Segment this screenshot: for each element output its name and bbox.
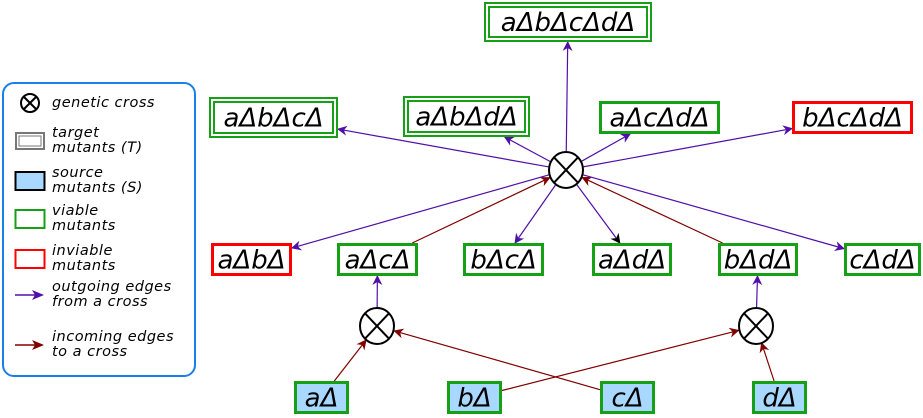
- legend-label-line1: genetic cross: [52, 94, 155, 111]
- legend-outgoing-icon: [14, 288, 46, 302]
- mutant-label: bΔ: [457, 384, 491, 414]
- mutant-label: dΔ: [762, 384, 796, 414]
- mutant-node-acd: aΔcΔdΔ: [599, 101, 720, 134]
- genetic-cross-icon: [548, 151, 584, 189]
- legend-incoming-icon: [14, 338, 46, 352]
- mutant-node-ac: aΔcΔ: [337, 243, 418, 276]
- outgoing-edge: [581, 133, 631, 162]
- mutant-label: aΔbΔcΔdΔ: [501, 8, 635, 38]
- legend-cross-icon: [14, 92, 46, 114]
- mutant-label: aΔcΔ: [345, 246, 411, 276]
- legend-label: genetic cross: [52, 94, 155, 111]
- legend-inviable-icon: [14, 248, 46, 270]
- outgoing-edge: [752, 275, 763, 309]
- incoming-edge: [393, 328, 601, 391]
- mutant-label: aΔbΔcΔ: [223, 104, 323, 134]
- mutant-node-cd: cΔdΔ: [844, 243, 921, 276]
- outgoing-edge: [576, 184, 621, 244]
- legend-label-line1: inviable: [52, 243, 113, 259]
- legend-target-icon: [14, 131, 46, 151]
- outgoing-edge: [514, 184, 557, 244]
- outgoing-edge: [337, 125, 549, 168]
- mutant-node-ad: aΔdΔ: [592, 243, 672, 276]
- legend-label-line2: mutants (S): [52, 180, 143, 196]
- mutant-node-bcd: bΔcΔdΔ: [792, 101, 913, 134]
- mutant-node-a: aΔ: [294, 381, 349, 414]
- outgoing-edge: [562, 41, 573, 153]
- mutant-label: aΔcΔdΔ: [609, 104, 709, 134]
- mutant-label: bΔcΔ: [470, 246, 536, 276]
- mutant-label: cΔdΔ: [849, 246, 915, 276]
- mutant-label: aΔbΔ: [217, 246, 285, 276]
- mutant-node-d: dΔ: [752, 381, 807, 414]
- outgoing-edge: [583, 125, 793, 168]
- outgoing-edge: [291, 174, 549, 251]
- legend-label-line2: from a cross: [52, 294, 149, 310]
- mutant-node-bd: bΔdΔ: [718, 243, 798, 276]
- genetic-cross-icon: [738, 307, 774, 345]
- legend-label-line1: outgoing edges: [52, 279, 172, 295]
- mutant-node-abd: aΔbΔdΔ: [403, 96, 530, 137]
- mutant-node-ab: aΔbΔ: [211, 243, 292, 276]
- legend-source-icon: [14, 170, 46, 192]
- mutant-node-bc: bΔcΔ: [463, 243, 544, 276]
- mutant-node-abc: aΔbΔcΔ: [209, 97, 338, 138]
- mutant-label: aΔbΔdΔ: [415, 103, 517, 133]
- legend-item-cross: genetic cross: [14, 92, 155, 114]
- incoming-edge: [759, 342, 775, 382]
- legend-label-line1: source: [52, 165, 104, 181]
- mutant-node-abcd: aΔbΔcΔdΔ: [484, 2, 652, 42]
- incoming-edge: [411, 177, 551, 244]
- legend-label-line2: to a cross: [52, 344, 128, 360]
- mutant-node-b: bΔ: [447, 381, 502, 414]
- legend-label-line2: mutants: [52, 218, 116, 234]
- mutant-label: cΔ: [611, 384, 643, 414]
- legend-label-line1: target: [52, 125, 100, 141]
- legend-label-line2: mutants (T): [52, 140, 143, 156]
- legend-label-line1: incoming edges: [52, 329, 175, 345]
- legend-label-line1: viable: [52, 203, 99, 219]
- mutant-label: bΔdΔ: [724, 246, 793, 276]
- mutant-label: aΔdΔ: [598, 246, 666, 276]
- incoming-edge: [501, 327, 740, 392]
- mutant-label: bΔcΔdΔ: [802, 104, 903, 134]
- mutant-node-c: cΔ: [600, 381, 655, 414]
- edges: [291, 41, 845, 392]
- outgoing-edge: [503, 136, 551, 163]
- legend-label-line2: mutants: [52, 258, 116, 274]
- genetic-cross-icon: [359, 307, 395, 345]
- incoming-edge: [581, 176, 723, 244]
- legend-viable-icon: [14, 208, 46, 230]
- incoming-edge: [333, 339, 367, 382]
- mutant-label: aΔ: [305, 384, 339, 414]
- outgoing-edge: [583, 174, 845, 251]
